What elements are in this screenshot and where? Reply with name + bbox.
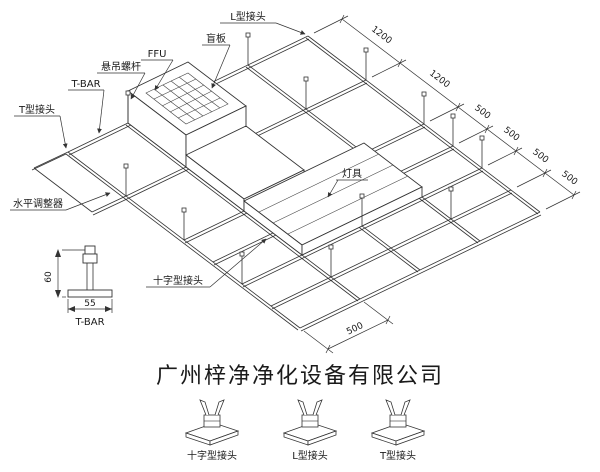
callout-l-joint: L型接头: [220, 10, 306, 35]
leader-line: [211, 44, 231, 89]
callout-leveler: 水平调整器: [10, 192, 111, 211]
hanger-rod: [479, 135, 485, 168]
leader-line: [327, 179, 339, 198]
hanger-rod: [303, 76, 309, 109]
dim-500-b: 500: [501, 125, 521, 143]
tbar-clip: [84, 245, 96, 255]
callout-light: 灯具: [327, 168, 368, 198]
dim-55: 55: [84, 299, 95, 309]
callout-t-bar: T-BAR: [68, 79, 105, 134]
dim-1200-a: 1200: [369, 25, 394, 47]
tbar-flange: [67, 289, 113, 298]
callout-label: T型接头: [18, 103, 55, 116]
hanger-rod: [239, 251, 245, 284]
callout-label: 盲板: [206, 32, 226, 45]
dim-500-c: 500: [530, 147, 550, 165]
hanger-rod: [359, 193, 365, 226]
hanger-rod: [245, 32, 251, 65]
callout-label: T-BAR: [70, 79, 100, 90]
callout-label: 水平调整器: [13, 197, 63, 210]
dim-60: 60: [44, 271, 54, 283]
tbar-bulb: [82, 253, 98, 264]
callout-hanger-rod: 悬吊螺杆: [97, 61, 146, 100]
leader-line: [209, 238, 267, 288]
hanger-rod: [448, 186, 454, 219]
joint-detail-caption: T型接头: [379, 449, 416, 462]
callouts: L型接头 盲板 FFU 悬吊螺杆 T-BAR T型接头: [10, 10, 368, 288]
dimension-bottom: 500: [303, 301, 394, 354]
leader-line: [154, 59, 174, 91]
callout-cross-joint: 十字型接头: [146, 238, 267, 288]
joint-detail-cross: 十字型接头: [185, 399, 239, 462]
company-watermark: 广州梓净净化设备有限公司: [156, 364, 444, 389]
hanger-rod: [181, 207, 187, 240]
callout-blind-panel: 盲板: [202, 32, 231, 89]
hanger-rods: [123, 32, 485, 284]
dim-500-a: 500: [472, 103, 492, 121]
callout-label: FFU: [148, 49, 167, 60]
hanger-rod: [421, 91, 427, 124]
edge-angle-left: [31, 151, 128, 216]
tbar-detail-caption: T-BAR: [74, 317, 104, 328]
joint-detail-caption: L型接头: [292, 449, 328, 462]
joint-detail-caption: 十字型接头: [187, 449, 237, 462]
blind-panel: [145, 72, 229, 125]
hanger-rod: [125, 90, 131, 123]
hanger-rod: [123, 163, 129, 196]
leader-line: [59, 115, 68, 149]
leader-line: [275, 22, 306, 35]
callout-label: 灯具: [342, 168, 362, 180]
leader-line: [97, 89, 105, 134]
dim-500-d: 500: [559, 169, 579, 187]
ffu-unit: [127, 61, 247, 168]
callout-label: L型接头: [230, 10, 266, 23]
tbar-section-detail: 60 55 T-BAR: [44, 245, 113, 328]
callout-label: 悬吊螺杆: [101, 61, 141, 73]
joint-detail-t: T型接头: [371, 399, 425, 462]
dim-1200-b: 1200: [427, 69, 452, 91]
callout-label: 十字型接头: [153, 274, 203, 287]
dim-500-e: 500: [345, 321, 365, 338]
joint-detail-l: L型接头: [283, 399, 337, 462]
hanger-rod: [450, 113, 456, 146]
callout-t-joint: T型接头: [14, 103, 68, 149]
callout-ffu: FFU: [141, 49, 174, 91]
leader-line: [65, 192, 111, 211]
hanger-rod: [363, 47, 369, 80]
leader-line: [130, 72, 146, 100]
hanger-rod: [328, 244, 334, 277]
